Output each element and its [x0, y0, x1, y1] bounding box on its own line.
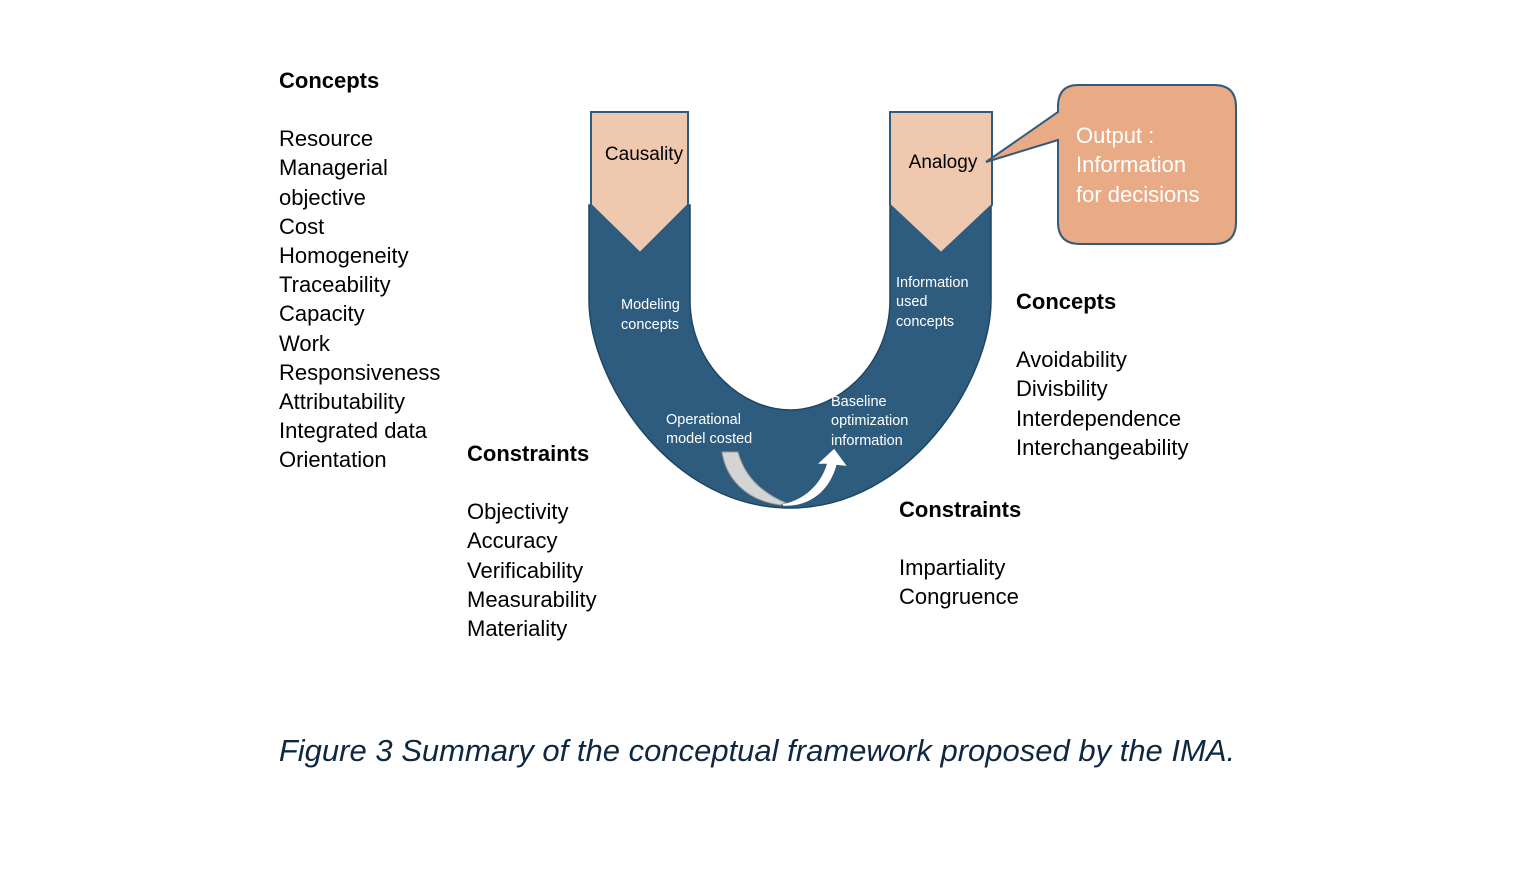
left-concept-item: Attributability: [279, 389, 405, 415]
left-concepts-heading: Concepts: [279, 68, 380, 93]
baseline-label-line: Baseline: [831, 394, 887, 410]
mid-constraint-item: Measurability: [467, 586, 597, 612]
analogy-arrow: [889, 111, 993, 255]
u-diagram: Causality Analogy Modeling concepts Info…: [588, 84, 1237, 509]
output-callout: [985, 84, 1237, 245]
right-concept-item: Divisbility: [1016, 376, 1108, 402]
right-concept-item: Avoidability: [1016, 347, 1127, 373]
causality-arrow: [590, 111, 689, 255]
analogy-label: Analogy: [909, 152, 978, 173]
left-concept-item: Capacity: [279, 301, 365, 327]
u-shape: [588, 204, 992, 509]
left-concept-item: objective: [279, 184, 366, 210]
mid-constraints-heading: Constraints: [467, 441, 590, 466]
curved-arrow-icon: [721, 451, 788, 506]
output-label-line: Output :: [1076, 123, 1154, 148]
operational-label-line: Operational: [666, 412, 741, 428]
information-used-label-line: Information: [896, 275, 969, 291]
right-constraint-item: Congruence: [899, 584, 1019, 610]
left-concept-item: Cost: [279, 213, 325, 239]
modeling-label-line: Modeling: [621, 297, 680, 313]
information-used-label-line: used: [896, 294, 927, 310]
mid-constraint-item: Materiality: [467, 616, 568, 642]
output-label-line: Information: [1076, 152, 1186, 177]
output-label-line: for decisions: [1076, 182, 1200, 207]
mid-constraint-item: Accuracy: [467, 528, 558, 554]
baseline-label-line: information: [831, 433, 903, 449]
right-concepts-list: Concepts Avoidability Divisbility Interd…: [1016, 287, 1188, 462]
operational-label-line: model costed: [666, 431, 752, 447]
left-concept-item: Responsiveness: [279, 359, 441, 385]
baseline-label-line: optimization: [831, 413, 908, 429]
modeling-label-line: concepts: [621, 317, 679, 333]
left-concept-item: Traceability: [279, 272, 391, 298]
curved-arrow-head-icon: [782, 448, 847, 506]
right-constraints-heading: Constraints: [899, 497, 1022, 522]
left-concept-item: Orientation: [279, 447, 387, 473]
left-concept-item: Integrated data: [279, 418, 428, 444]
left-concepts-list: Concepts Resource Managerial objective C…: [279, 66, 440, 475]
left-concept-item: Work: [279, 330, 330, 356]
mid-constraint-item: Verificability: [467, 557, 584, 583]
left-concept-item: Homogeneity: [279, 243, 409, 269]
figure-caption: Figure 3 Summary of the conceptual frame…: [278, 733, 1236, 768]
information-used-label-line: concepts: [896, 314, 954, 330]
right-constraints-list: Constraints Impartiality Congruence: [899, 495, 1021, 612]
left-concept-item: Managerial: [279, 155, 388, 181]
right-concept-item: Interdependence: [1016, 405, 1182, 431]
left-concept-item: Resource: [279, 126, 374, 152]
mid-constraint-item: Objectivity: [467, 499, 569, 525]
right-constraint-item: Impartiality: [899, 555, 1006, 581]
right-concept-item: Interchangeability: [1016, 434, 1189, 460]
right-concepts-heading: Concepts: [1016, 289, 1117, 314]
mid-constraints-list: Constraints Objectivity Accuracy Verific…: [467, 439, 597, 643]
causality-label: Causality: [605, 144, 684, 165]
